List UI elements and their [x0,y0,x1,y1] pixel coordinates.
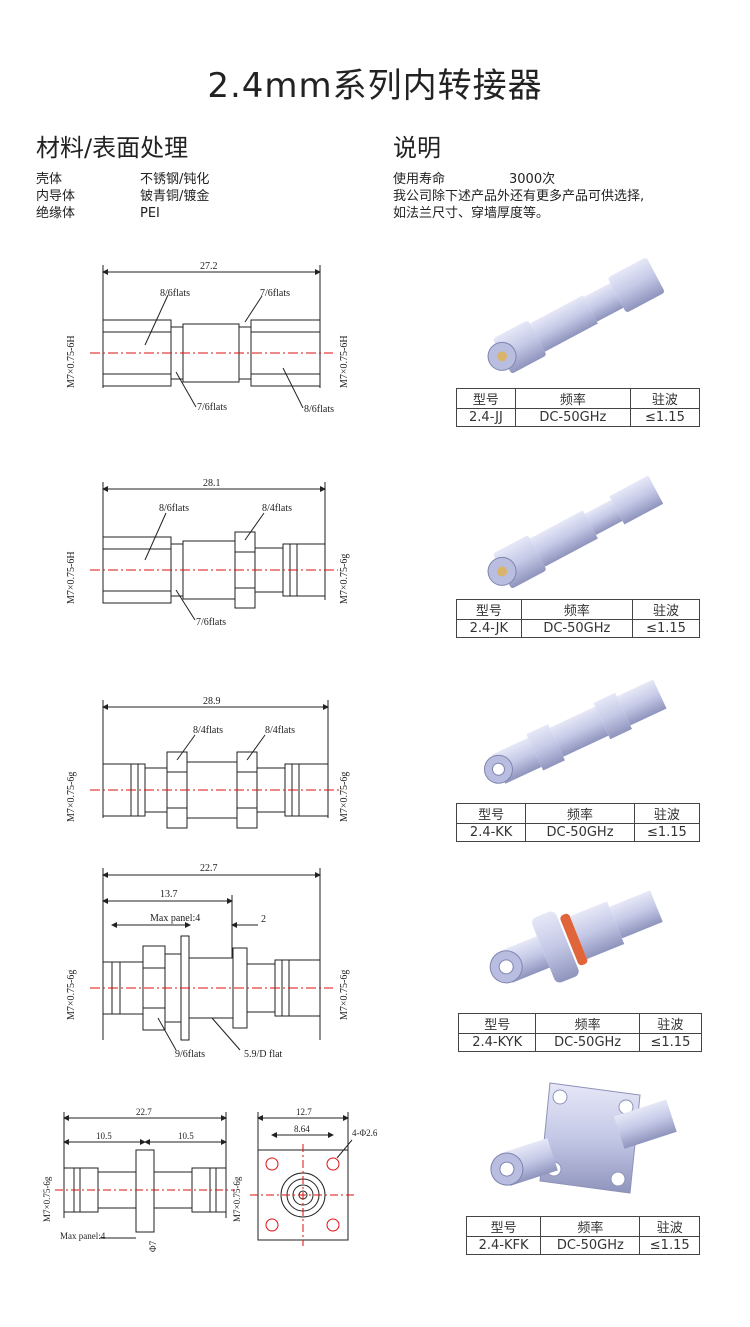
dim-width: 12.7 [296,1107,312,1117]
product-photo-kyk [489,890,663,984]
dim-flats: 8/6flats [159,503,189,514]
dim-gap: 2 [261,914,266,925]
thread-label: M7×0.75-6g [339,772,350,822]
dim-dia: Φ7 [148,1240,158,1252]
dim-flats: 9/6flats [175,1049,205,1060]
thread-label: M7×0.75-6g [66,970,77,1020]
thread-label: M7×0.75-6H [66,551,77,604]
dim-flats: 8/4flats [193,725,223,736]
dim-flats: 8/4flats [265,725,295,736]
description-heading: 说明 [393,134,441,162]
description-line: 如法兰尺寸、穿墙厚度等。 [393,206,550,221]
dim-holes: 4-Φ2.6 [352,1128,378,1138]
thread-label: M7×0.75-6H [339,335,350,388]
thread-label: M7×0.75-6g [66,772,77,822]
dim-length: 22.7 [200,863,218,874]
dim-flats: 8/6flats [160,288,190,299]
table-header-row: 型号频率驻波 [465,1216,700,1237]
dim-panel: Max panel:4 [150,913,200,924]
drawing-jj: 27.2 8/6flats 7/6flats 7/6flats 8/6flats… [66,261,350,415]
dim-flats: 7/6flats [260,288,290,299]
table-header-row: 型号频率驻波 [457,1013,703,1034]
dim-length: 27.2 [200,261,218,272]
dim-sub: 13.7 [160,889,178,900]
thread-label: M7×0.75-6g [339,970,350,1020]
table-header-row: 型号频率驻波 [456,599,700,620]
dim-hole-spacing: 8.64 [294,1124,310,1134]
dim-flats: 8/4flats [262,503,292,514]
material-row: 内导体铍青铜/镀金 [36,189,210,204]
description-text: 使用寿命 3000次 我公司除下述产品外还有更多产品可供选择, 如法兰尺寸、穿墙厚… [393,171,644,222]
drawing-kk: 28.9 8/4flats 8/4flats M7×0.75-6g M7×0.7… [66,696,350,829]
thread-label: M7×0.75-6g [232,1176,242,1222]
drawing-jk: 28.1 8/6flats 8/4flats 7/6flats M7×0.75-… [66,478,350,628]
materials-heading: 材料/表面处理 [36,134,189,162]
dim-dflat: 5.9/D flat [244,1049,283,1060]
dim-half: 10.5 [96,1131,112,1141]
thread-label: M7×0.75-6H [66,335,77,388]
table-header-row: 型号频率驻波 [456,388,701,409]
dim-flats: 7/6flats [197,402,227,413]
material-row: 壳体不锈钢/钝化 [36,172,210,187]
dim-length: 22.7 [136,1107,152,1117]
dim-length: 28.1 [203,478,221,489]
life-label: 使用寿命 [393,172,446,187]
table-header-row: 型号频率驻波 [455,803,701,824]
thread-label: M7×0.75-6g [339,554,350,604]
product-photo-jj [487,258,665,373]
drawing-kfk-front: 12.7 8.64 4-Φ2.6 [250,1107,378,1246]
product-photo-kk [483,679,667,784]
dim-flats: 7/6flats [196,617,226,628]
life-value: 3000次 [509,172,556,187]
dim-length: 28.9 [203,696,221,707]
thread-label: M7×0.75-6g [42,1176,52,1222]
product-photo-jk [487,475,664,588]
dim-panel: Max panel:4 [60,1231,106,1241]
drawing-kyk: 22.7 13.7 Max panel:4 2 9/6flats 5.9/D f… [66,863,350,1060]
drawing-kfk-side: 22.7 10.5 10.5 Max panel:4 Φ7 M7×0.75-6g… [42,1107,242,1252]
page-title: 2.4mm系列内转接器 [207,66,543,106]
dim-half: 10.5 [178,1131,194,1141]
product-photo-kfk [490,1082,677,1194]
dim-flats: 8/6flats [304,404,334,415]
description-line: 我公司除下述产品外还有更多产品可供选择, [393,189,645,204]
